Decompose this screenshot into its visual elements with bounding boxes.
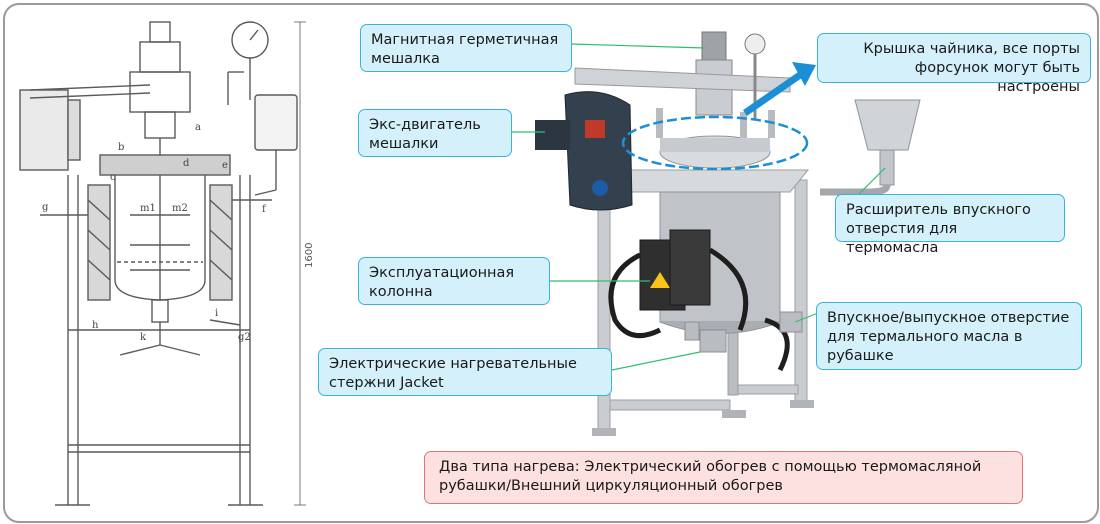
callout-text: форсунок могут быть настроены xyxy=(914,60,1080,95)
callout-oil-expander: Расширитель впускного отверстия для терм… xyxy=(835,194,1065,256)
callout-text: колонна xyxy=(369,284,433,300)
callout-text: Магнитная герметичная xyxy=(371,32,559,48)
callout-text: для термального масла в xyxy=(827,329,1023,345)
callout-magnetic-stirrer: Магнитная герметичная мешалка xyxy=(360,24,572,72)
letter-g: g xyxy=(42,202,49,213)
note-text: Два типа нагрева: Электрический обогрев … xyxy=(439,459,982,475)
callout-text: отверстия для термомасла xyxy=(846,221,958,256)
callout-text: мешалка xyxy=(371,51,440,67)
reactor-photo xyxy=(535,31,921,436)
letter-m1: m1 xyxy=(140,203,156,214)
letter-m2: m2 xyxy=(172,203,188,214)
technical-schematic xyxy=(19,21,306,506)
letter-a: a xyxy=(195,122,201,133)
heating-types-note: Два типа нагрева: Электрический обогрев … xyxy=(424,451,1023,504)
figure-frame xyxy=(3,3,1099,523)
callout-text: мешалки xyxy=(369,136,439,152)
callout-text: Эксплуатационная xyxy=(369,265,515,281)
letter-b: b xyxy=(118,142,124,153)
callout-heating-rods: Электрические нагревательные стержни Jac… xyxy=(318,348,612,396)
callout-service-column: Эксплуатационная колонна xyxy=(358,257,550,305)
letter-k: k xyxy=(140,332,147,343)
note-text: рубашки/Внешний циркуляционный обогрев xyxy=(439,478,783,494)
letter-e: e xyxy=(222,160,228,171)
callout-text: Расширитель впускного xyxy=(846,202,1031,218)
letter-d: d xyxy=(183,158,190,169)
callout-text: Крышка чайника, все порты xyxy=(863,41,1080,57)
letter-h: h xyxy=(92,320,99,331)
callout-text: Впускное/выпускное отверстие xyxy=(827,310,1070,326)
callout-text: Экс-двигатель xyxy=(369,117,481,133)
callout-text: рубашке xyxy=(827,348,894,364)
callout-text: Электрические нагревательные xyxy=(329,356,577,372)
letter-f: f xyxy=(262,204,267,215)
schematic-letters: a b c d e f g g2 h i k m1 m2 xyxy=(42,122,267,343)
dimension-label: 1600 xyxy=(304,243,315,268)
letter-c: c xyxy=(110,172,116,183)
callout-oil-port: Впускное/выпускное отверстие для термаль… xyxy=(816,302,1082,370)
callout-kettle-lid: Крышка чайника, все порты форсунок могут… xyxy=(817,33,1091,95)
letter-i: i xyxy=(215,308,218,319)
letter-g2: g2 xyxy=(238,332,251,343)
callout-text: стержни Jacket xyxy=(329,375,444,391)
callout-motor: Экс-двигатель мешалки xyxy=(358,109,512,157)
